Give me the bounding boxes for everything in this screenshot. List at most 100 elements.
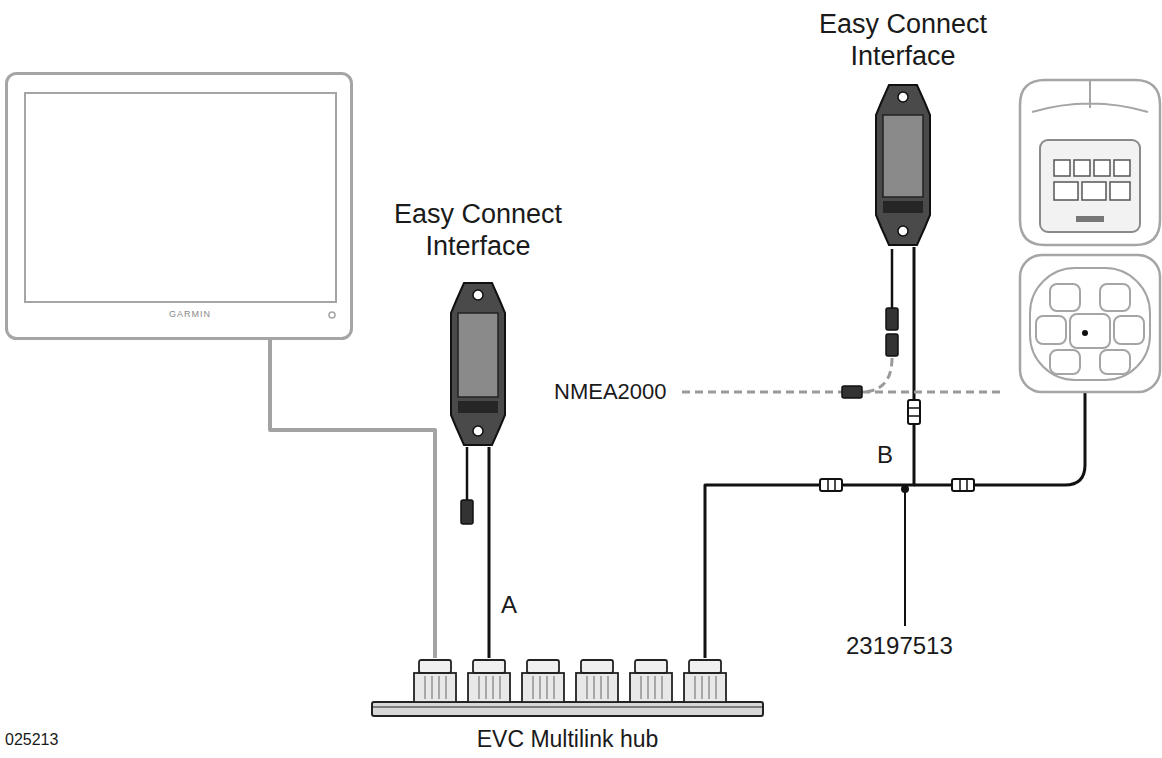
panel-key	[1094, 160, 1110, 176]
port-ridge	[439, 676, 440, 699]
port-body	[522, 673, 564, 702]
interface-module: Easy Connect Interface	[803, 8, 1003, 247]
hub-port	[522, 660, 564, 702]
port-body	[684, 673, 726, 702]
power-led	[329, 312, 335, 318]
port-cap	[527, 660, 559, 673]
port-cap	[473, 660, 505, 673]
bus-label: NMEA2000	[553, 379, 668, 405]
port-ridge	[486, 676, 487, 699]
panel-cover	[1020, 80, 1160, 245]
port-ridge	[709, 676, 710, 699]
panel-key	[1050, 350, 1080, 374]
port-ridge	[702, 676, 703, 699]
port-ridge	[547, 676, 548, 699]
panel-key	[1050, 284, 1080, 311]
panel-key	[1074, 160, 1090, 176]
hub-base	[372, 702, 763, 716]
module-housing	[876, 85, 930, 245]
module-title: Easy Connect Interface	[803, 8, 1003, 72]
panel-badge	[1076, 216, 1104, 222]
hub-port	[630, 660, 672, 702]
mounting-hole	[473, 426, 483, 436]
t-connector-plug	[960, 479, 967, 491]
port-body	[414, 673, 456, 702]
cable-letter: A	[500, 591, 518, 619]
panel-key	[1100, 284, 1130, 311]
module-label-panel	[883, 115, 923, 197]
port-ridge	[648, 676, 649, 699]
port-ridge	[601, 676, 602, 699]
hub-port	[576, 660, 618, 702]
wire-plug	[461, 500, 473, 524]
port-ridge	[641, 676, 642, 699]
interface-cable	[488, 447, 491, 658]
port-cap	[419, 660, 451, 673]
display-screen	[25, 93, 336, 302]
interface-module: Easy Connect Interface	[378, 198, 578, 447]
hub-title: EVC Multilink hub	[370, 726, 765, 752]
module-label-panel	[458, 313, 498, 397]
port-ridge	[479, 676, 480, 699]
hub-port	[684, 660, 726, 702]
leader-line	[904, 489, 906, 626]
port-cap	[581, 660, 613, 673]
t-connector-plug	[952, 479, 974, 491]
brand-text: GARMIN	[140, 309, 240, 320]
module-title: Easy Connect Interface	[378, 198, 578, 262]
t-connector-plug	[828, 479, 835, 491]
mounting-hole	[898, 226, 908, 236]
cable-letter: B	[876, 441, 894, 469]
display-unit: GARMIN	[5, 72, 353, 340]
port-ridge	[655, 676, 656, 699]
port-ridge	[533, 676, 534, 699]
panel-key	[1054, 182, 1078, 200]
panel-cover	[1032, 80, 1148, 112]
port-ridge	[554, 676, 555, 699]
hub-base	[372, 707, 763, 708]
wire-plug	[886, 308, 898, 330]
panel-key	[1082, 182, 1106, 200]
backbone-plug	[842, 386, 862, 398]
port-cap	[689, 660, 721, 673]
cable-entry	[1082, 330, 1088, 336]
port-ridge	[425, 676, 426, 699]
display-bezel	[7, 74, 352, 339]
nmea-backbone	[682, 391, 842, 394]
t-connector-plug	[820, 479, 842, 491]
t-connector-plug	[908, 400, 920, 424]
panel-keypad	[1030, 268, 1150, 380]
mounting-hole	[473, 290, 483, 300]
nmea-backbone	[862, 391, 1002, 394]
panel-cover	[1040, 140, 1140, 232]
panel-keypad	[1020, 255, 1160, 392]
mounting-hole	[898, 92, 908, 102]
port-ridge	[608, 676, 609, 699]
port-ridge	[716, 676, 717, 699]
display-cable	[270, 340, 435, 658]
part-number: 23197513	[845, 632, 954, 660]
panel-cable	[914, 335, 1085, 485]
nmea-drop	[864, 358, 892, 392]
port-body	[468, 673, 510, 702]
multilink-hub: EVC Multilink hub	[370, 658, 765, 754]
hub-port	[414, 660, 456, 702]
port-ridge	[695, 676, 696, 699]
module-band	[883, 201, 923, 213]
port-cap	[635, 660, 667, 673]
panel-key	[1110, 182, 1130, 200]
port-body	[576, 673, 618, 702]
module-housing	[451, 283, 505, 445]
port-ridge	[493, 676, 494, 699]
port-ridge	[446, 676, 447, 699]
panel-key	[1114, 160, 1130, 176]
interface-wire	[466, 447, 469, 500]
port-ridge	[594, 676, 595, 699]
interface-wire	[891, 249, 894, 308]
display-outline	[5, 72, 353, 340]
hub-port	[468, 660, 510, 702]
module-band	[458, 401, 498, 413]
interface-cable	[705, 247, 914, 658]
port-ridge	[500, 676, 501, 699]
